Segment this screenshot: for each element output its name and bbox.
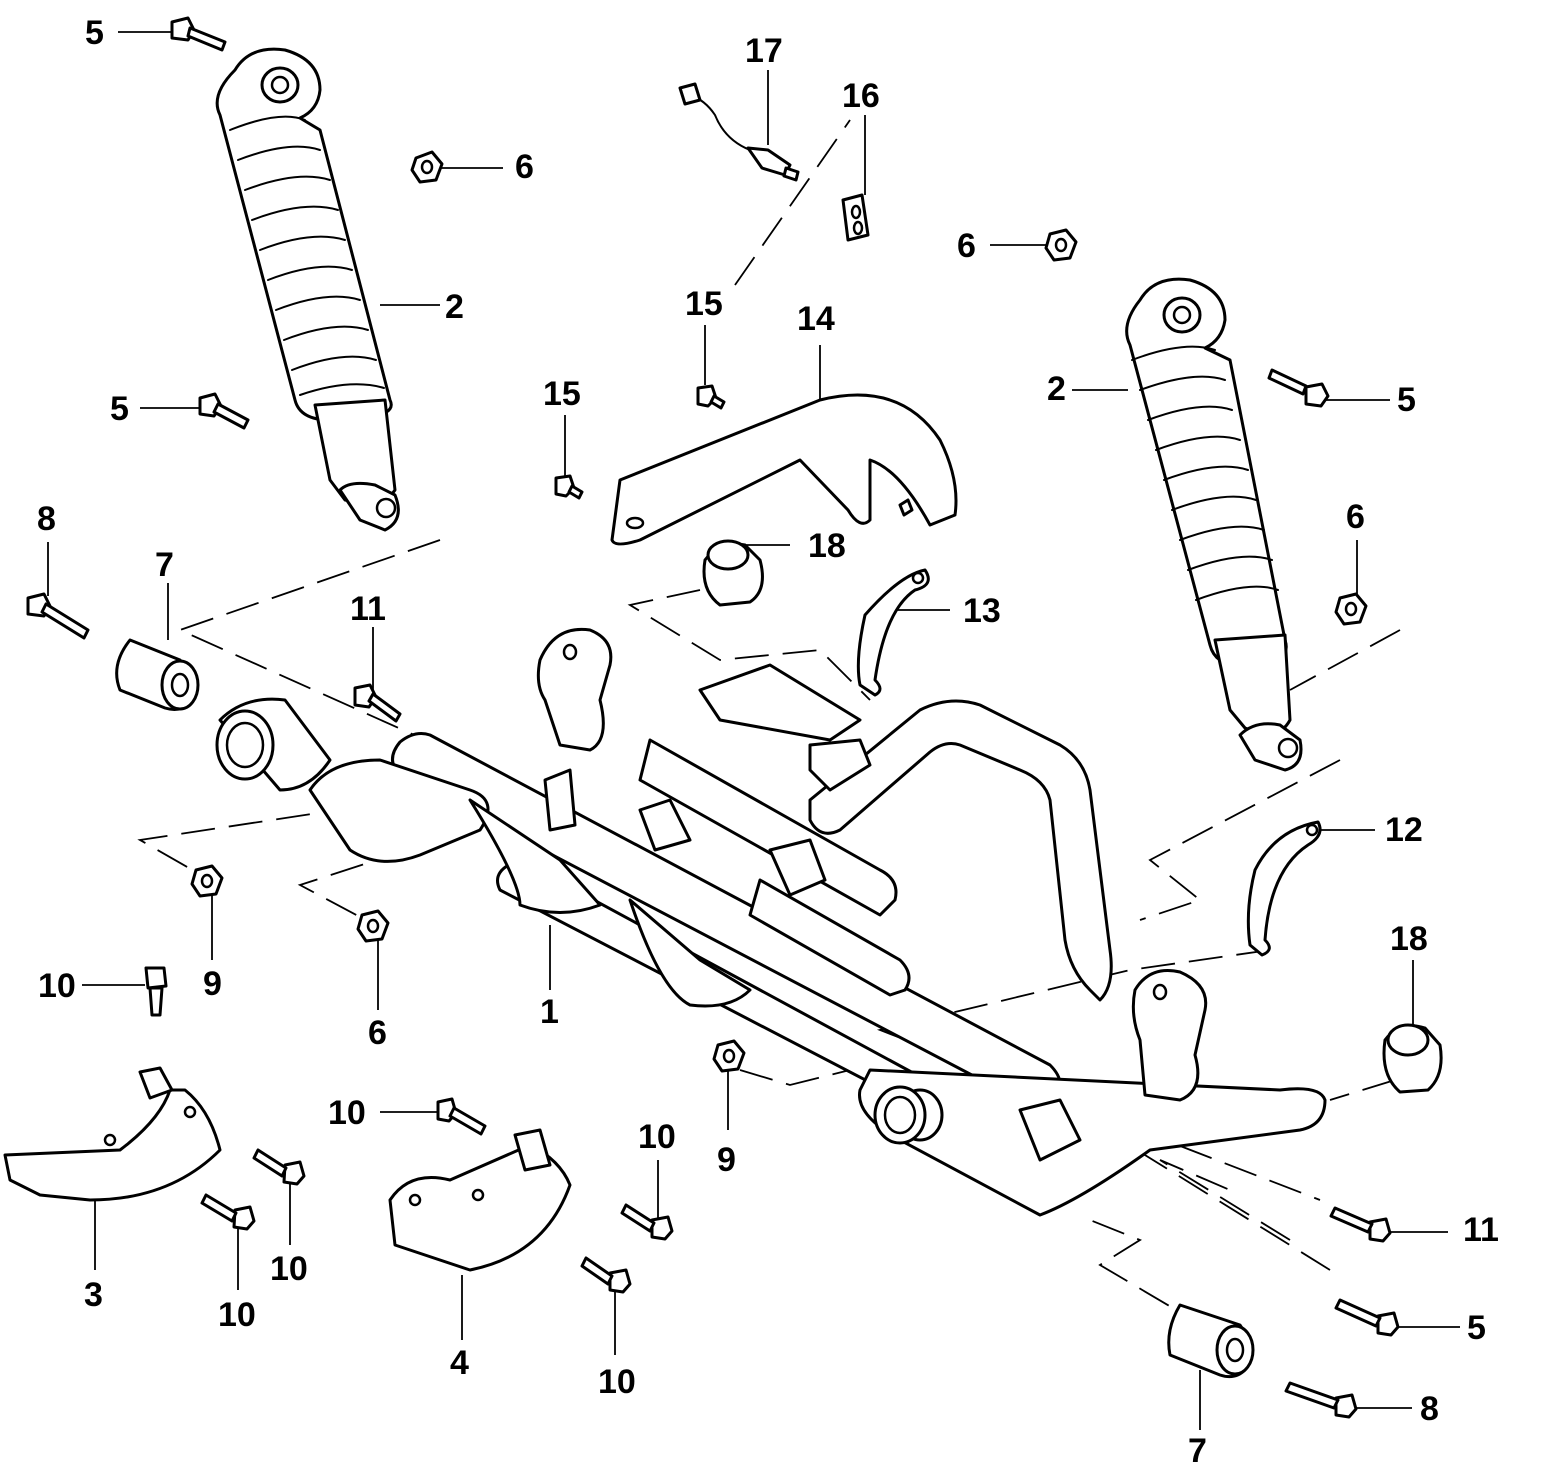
callout-10: 10 (638, 1118, 676, 1156)
callout-17: 17 (745, 32, 783, 70)
shock-absorber-icon (215, 47, 400, 532)
callout-18: 18 (808, 527, 846, 565)
callout-15: 15 (543, 375, 581, 413)
callout-1: 1 (540, 993, 559, 1031)
bushing-icon (115, 539, 1443, 1379)
callout-9: 9 (203, 965, 222, 1003)
callout-2: 2 (445, 288, 464, 326)
callout-11: 11 (1463, 1211, 1499, 1249)
bracket-icon (610, 193, 1322, 957)
callout-6: 6 (515, 148, 534, 186)
callout-12: 12 (1385, 811, 1423, 849)
callout-16: 16 (842, 77, 880, 115)
callout-6: 6 (957, 227, 976, 265)
callout-5: 5 (1467, 1309, 1486, 1347)
frame-icon (215, 627, 1327, 1217)
callout-8: 8 (37, 500, 56, 538)
callout-13: 13 (963, 592, 1001, 630)
callout-10: 10 (270, 1250, 308, 1288)
skid-plate-icon (3, 1066, 572, 1272)
callout-5: 5 (110, 390, 129, 428)
flange-nut-icon (190, 150, 1368, 1073)
sensor-icon (678, 82, 800, 182)
shock-absorber-icon (1125, 277, 1303, 772)
callout-14: 14 (797, 300, 835, 338)
bolt-icon (26, 16, 1400, 1419)
callout-10: 10 (218, 1296, 256, 1334)
callout-10: 10 (38, 967, 76, 1005)
callout-15: 15 (685, 285, 723, 323)
callout-6: 6 (1346, 498, 1365, 536)
callout-6: 6 (368, 1014, 387, 1052)
callout-8: 8 (1420, 1390, 1439, 1428)
callout-leaders (47, 31, 1460, 1430)
callout-9: 9 (717, 1141, 736, 1179)
callout-11: 11 (350, 590, 386, 628)
callout-4: 4 (450, 1344, 469, 1382)
callout-10: 10 (598, 1363, 636, 1401)
callout-7: 7 (1188, 1432, 1207, 1470)
callout-2: 2 (1047, 370, 1066, 408)
callout-3: 3 (84, 1276, 103, 1314)
callout-7: 7 (155, 546, 174, 584)
callout-10: 10 (328, 1094, 366, 1132)
callout-5: 5 (1397, 381, 1416, 419)
callout-18: 18 (1390, 920, 1428, 958)
callout-labels: 5 17 16 6 6 2 15 14 2 5 15 5 8 6 18 7 11… (37, 14, 1499, 1470)
callout-5: 5 (85, 14, 104, 52)
